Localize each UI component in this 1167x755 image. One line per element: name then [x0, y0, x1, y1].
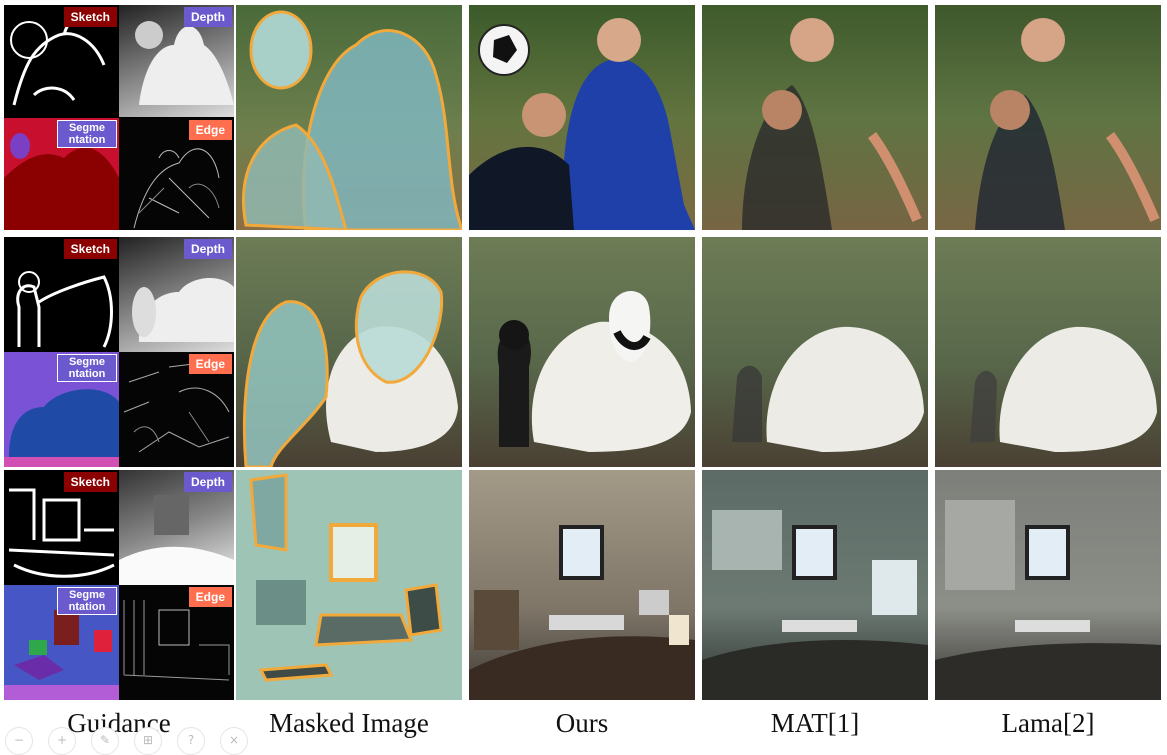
ours-football-image	[469, 18, 695, 230]
masked-office-image	[236, 470, 462, 700]
lama-image-row2	[935, 237, 1161, 467]
edge-panel: Edge	[119, 118, 234, 230]
sketch-panel: Sketch	[4, 237, 119, 352]
edge-image	[123, 600, 230, 681]
sketch-tag: Sketch	[63, 239, 117, 259]
edge-panel: Edge	[119, 585, 234, 700]
segmentation-image	[4, 610, 119, 700]
edge-tag: Edge	[188, 587, 232, 607]
lama-sheep-image	[970, 326, 1157, 452]
edge-image	[133, 148, 220, 229]
help-icon[interactable]: ?	[177, 727, 205, 755]
segmentation-image	[4, 133, 119, 230]
lama-office-image	[935, 500, 1161, 700]
ours-sheep-image	[497, 290, 691, 452]
mat-office-image	[702, 510, 928, 700]
edge-tag: Edge	[188, 120, 232, 140]
depth-panel: Depth	[119, 237, 234, 352]
mat-sheep-image	[732, 326, 924, 452]
caption-ours: Ours	[555, 708, 609, 738]
mat-image-row1	[702, 5, 928, 230]
segmentation-tag: Segme ntation	[57, 587, 117, 615]
guidance-cell-row3: Sketch Depth Segme ntation Ed	[4, 470, 234, 700]
edge-tag: Edge	[188, 354, 232, 374]
sketch-image	[8, 488, 115, 578]
guidance-cell-row2: Sketch Depth Segme ntation Edge	[4, 237, 234, 467]
masked-image-row2	[236, 237, 462, 467]
edit-icon[interactable]: ✎	[91, 727, 119, 755]
depth-panel: Depth	[119, 470, 234, 585]
masked-football-image	[241, 10, 462, 230]
fit-icon[interactable]: ⊞	[134, 727, 162, 755]
sketch-tag: Sketch	[63, 472, 117, 492]
ours-image-row1	[469, 5, 695, 230]
segmentation-tag: Segme ntation	[57, 120, 117, 148]
depth-image	[132, 277, 234, 342]
caption-lama: Lama[2]	[1001, 708, 1095, 738]
segmentation-image	[4, 389, 119, 467]
lama-image-row3	[935, 470, 1161, 700]
sketch-tag: Sketch	[63, 7, 117, 27]
caption-masked-image: Masked Image	[269, 708, 429, 738]
close-icon[interactable]: ×	[220, 727, 248, 755]
masked-sheep-image	[242, 270, 458, 467]
segmentation-panel: Segme ntation	[4, 352, 119, 467]
edge-panel: Edge	[119, 352, 234, 467]
plus-icon[interactable]: +	[48, 727, 76, 755]
depth-image	[119, 495, 234, 585]
mat-image-row3	[702, 470, 928, 700]
sketch-image	[16, 271, 113, 348]
mat-image-row2	[702, 237, 928, 467]
guidance-cell-row1: Sketch Depth Segme ntation Edge	[4, 5, 234, 230]
depth-panel: Depth	[119, 5, 234, 117]
masked-image-row1	[236, 5, 462, 230]
segmentation-tag: Segme ntation	[57, 354, 117, 382]
depth-tag: Depth	[184, 239, 232, 259]
caption-mat: MAT[1]	[770, 708, 860, 738]
masked-image-row3	[236, 470, 462, 700]
depth-tag: Depth	[184, 472, 232, 492]
depth-tag: Depth	[184, 7, 232, 27]
minus-icon[interactable]: −	[5, 727, 33, 755]
segmentation-panel: Segme ntation	[4, 118, 119, 230]
sketch-panel: Sketch	[4, 5, 119, 117]
ours-image-row2	[469, 237, 695, 467]
segmentation-panel: Segme ntation	[4, 585, 119, 700]
mat-football-image	[742, 18, 922, 230]
lama-football-image	[975, 18, 1160, 230]
ours-office-image	[469, 525, 695, 700]
ours-image-row3	[469, 470, 695, 700]
lama-image-row1	[935, 5, 1161, 230]
depth-image	[135, 21, 234, 105]
sketch-panel: Sketch	[4, 470, 119, 585]
